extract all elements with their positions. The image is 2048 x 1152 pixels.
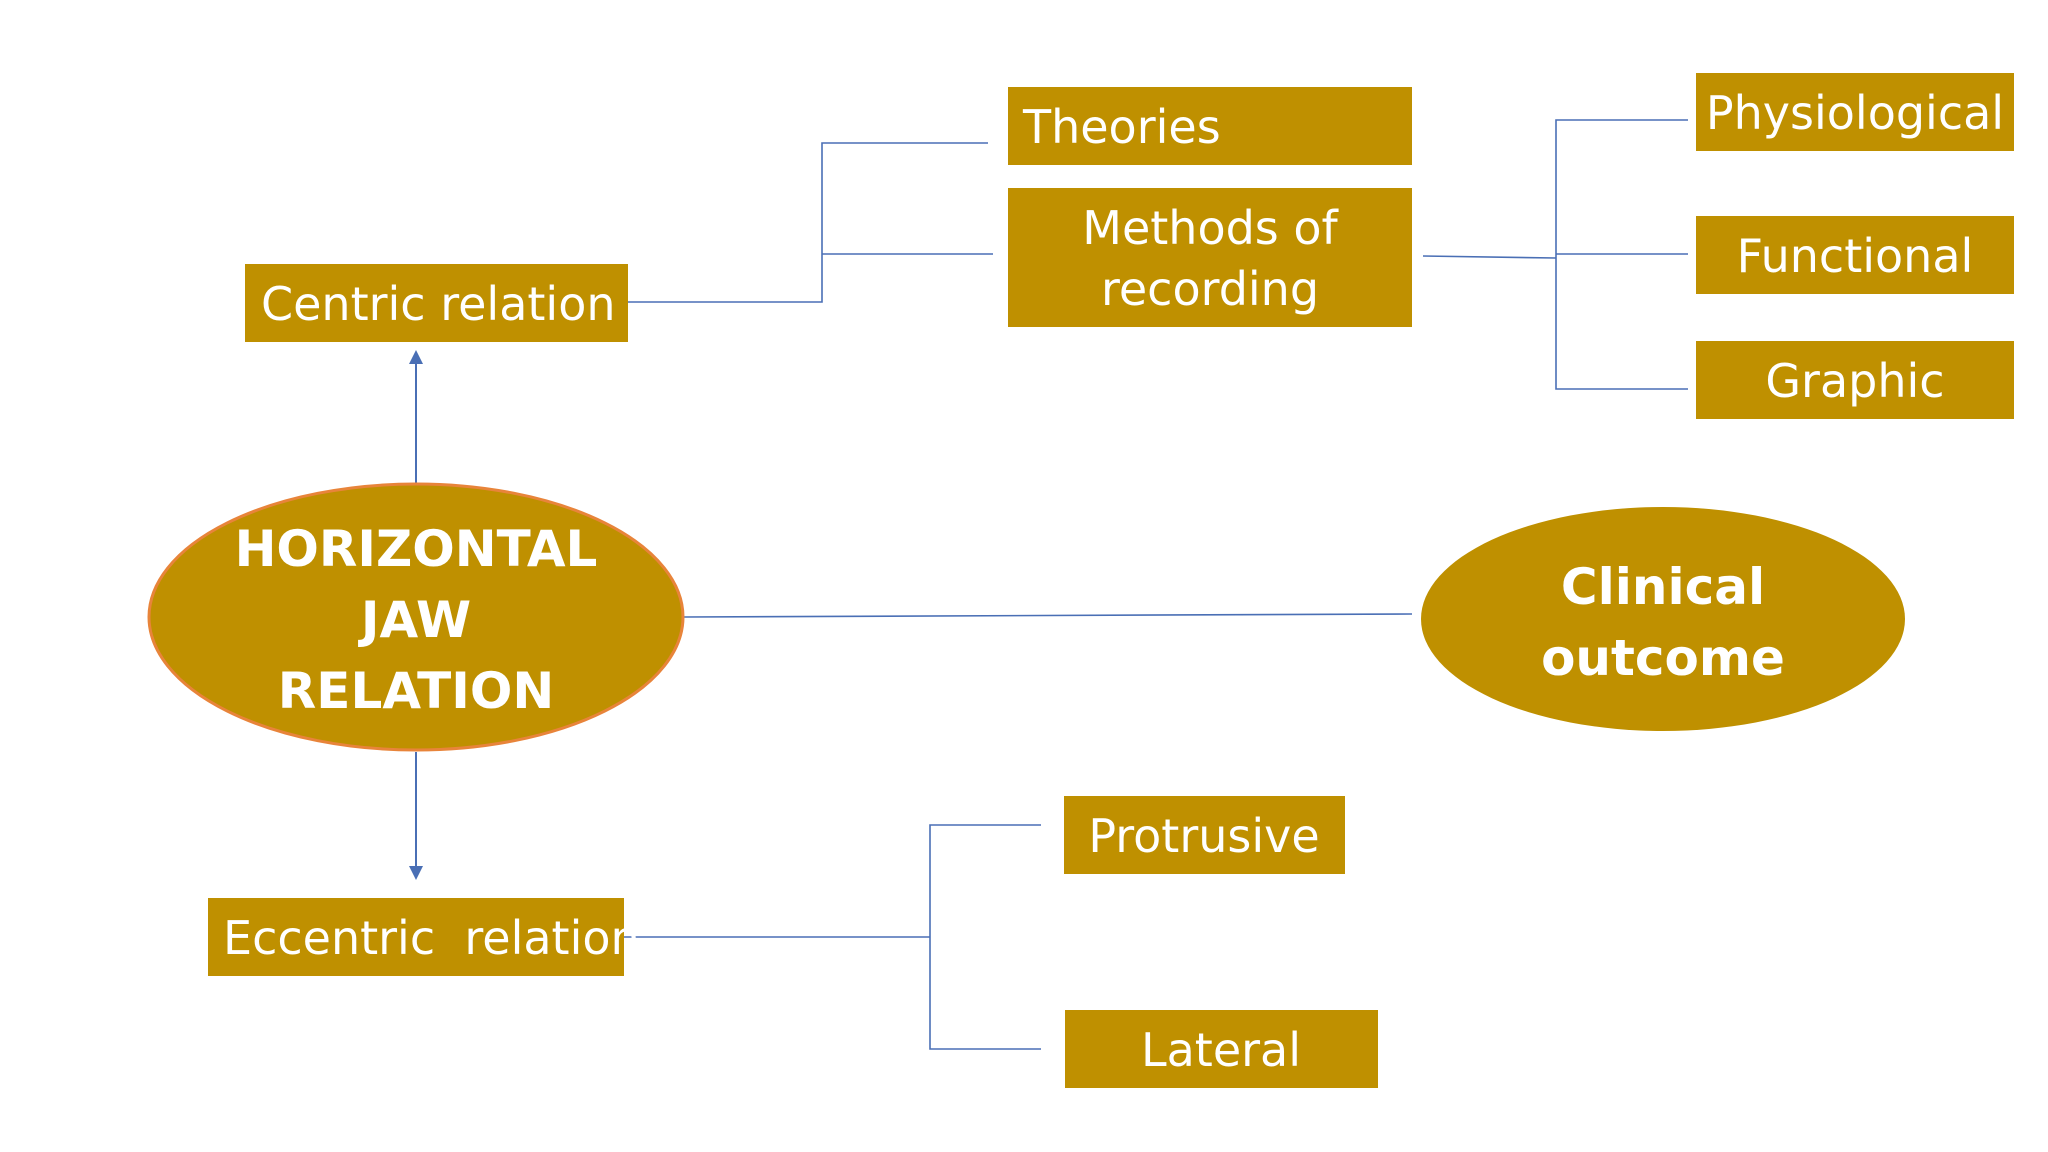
theories-label: Theories [1022,100,1221,154]
physiological-label: Physiological [1706,86,2004,140]
methods-label-line-1: Methods of [1082,201,1339,255]
connectors [409,119,1688,1050]
center-label-line-1: HORIZONTAL [235,520,598,578]
outcome-label-line-1: Clinical [1561,558,1765,616]
functional-node: Functional [1696,216,2014,294]
protrusive-label: Protrusive [1088,809,1319,863]
connector-eccentric-bracket [624,824,1041,1050]
eccentric-relation-node: Eccentric relation [208,898,640,976]
graphic-node: Graphic [1696,341,2014,419]
center-label-line-2: JAW [358,591,471,649]
center-label-line-3: RELATION [278,662,554,720]
centric-relation-node: Centric relation [245,264,628,342]
methods-label-line-2: recording [1101,262,1319,316]
graphic-label: Graphic [1765,354,1944,408]
connector-centric-bracket [628,142,993,303]
connector-center-outcome [683,613,1413,618]
methods-of-recording-node: Methods of recording [1008,188,1412,327]
outcome-node: Clinical outcome [1421,507,1905,731]
lateral-label: Lateral [1141,1023,1301,1077]
protrusive-node: Protrusive [1064,796,1345,874]
functional-label: Functional [1737,229,1974,283]
centric-relation-label: Centric relation [261,277,616,331]
center-node: HORIZONTAL JAW RELATION [147,482,685,752]
theories-node: Theories [1008,87,1412,165]
outcome-label-line-2: outcome [1541,629,1785,687]
eccentric-relation-label: Eccentric relation [223,911,640,965]
connector-methods-bracket [1422,119,1688,390]
lateral-node: Lateral [1065,1010,1378,1088]
physiological-node: Physiological [1696,73,2014,151]
